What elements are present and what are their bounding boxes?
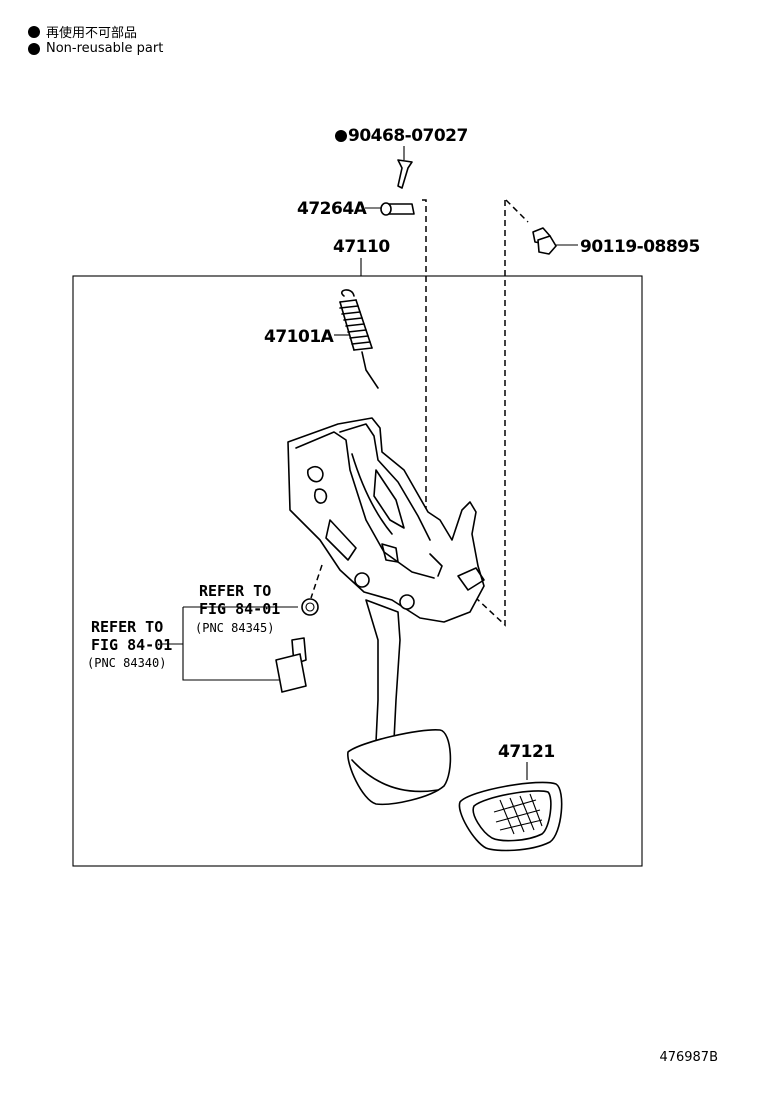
- ref-lower-line2: FIG 84-01: [91, 636, 172, 654]
- part-label-47101a: 47101A: [264, 327, 335, 347]
- part-label-47264a: 47264A: [297, 199, 368, 219]
- legend-english: Non-reusable part: [28, 41, 163, 56]
- part-label-47121: 47121: [498, 742, 555, 762]
- ref-lower-pnc: (PNC 84340): [87, 656, 166, 670]
- ref-upper-line1: REFER TO: [199, 582, 271, 600]
- pedal-bracket-part: [287, 417, 485, 623]
- diagram-code: 476987B: [659, 1050, 718, 1065]
- clip-part: [397, 159, 413, 189]
- part-label-90468-07027: 90468-07027: [348, 126, 468, 146]
- part-label-90119-08895: 90119-08895: [580, 237, 700, 257]
- non-reusable-dot-icon: [28, 42, 40, 55]
- dashed-line-pin: [422, 199, 427, 570]
- dashed-line-bolt: [505, 199, 529, 223]
- stop-lamp-switch-part: [275, 637, 307, 693]
- ref-upper-line2: FIG 84-01: [199, 600, 280, 618]
- part-label-47110: 47110: [333, 237, 390, 257]
- pedal-pad-part: [458, 781, 563, 852]
- assembly-frame: [72, 275, 643, 867]
- pin-part: [380, 202, 415, 216]
- legend-japanese-label: 再使用不可部品: [46, 26, 138, 41]
- ref-lower-line1: REFER TO: [91, 618, 163, 636]
- non-reusable-dot-icon: [28, 25, 40, 38]
- legend-japanese: 再使用不可部品: [28, 22, 137, 41]
- return-spring-part: [339, 289, 379, 389]
- ref-upper-pnc: (PNC 84345): [195, 621, 274, 635]
- dashed-line-bolt-lower: [475, 200, 506, 627]
- legend-english-label: Non-reusable part: [46, 41, 164, 56]
- brake-pedal-arm-part: [347, 599, 452, 806]
- bolt-part: [532, 227, 557, 255]
- dashed-line-stop-lamp: [310, 564, 323, 599]
- cushion-part: [301, 598, 319, 616]
- non-reusable-dot-icon: [335, 130, 347, 142]
